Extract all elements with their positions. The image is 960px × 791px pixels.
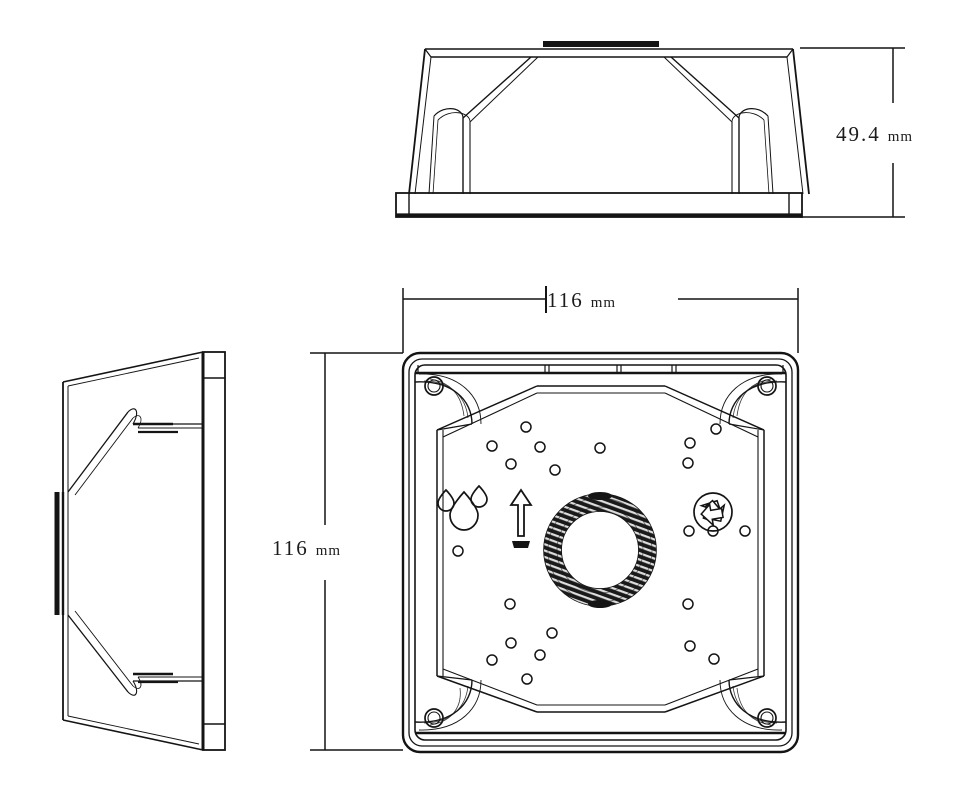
- overall-depth-dimension-label: 116 mm: [272, 536, 341, 561]
- overall-width-dimension: [402, 286, 799, 353]
- diagonal-rib-group: [436, 385, 765, 713]
- vent-hole-group: [452, 421, 751, 685]
- height-value: 49.4: [836, 122, 881, 146]
- front-top-cap: [543, 41, 659, 47]
- height-unit: mm: [887, 129, 914, 145]
- depth-unit: mm: [315, 543, 342, 559]
- top-plan-view: [401, 351, 800, 754]
- depth-value: 116: [272, 536, 309, 560]
- width-unit: mm: [590, 295, 617, 311]
- width-value: 116: [547, 288, 584, 312]
- overall-depth-dimension: [310, 352, 403, 751]
- overall-width-dimension-label: 116 mm: [547, 288, 616, 313]
- this-side-up-arrow-icon: [509, 488, 533, 548]
- side-elevation-view: [54, 351, 226, 751]
- front-elevation-view: [395, 41, 810, 218]
- recycle-arrows-icon: [693, 492, 733, 532]
- corner-boss-group: [424, 376, 777, 728]
- cable-entry-ring: [543, 492, 657, 608]
- overall-height-dimension: [800, 47, 905, 218]
- keep-dry-droplets-icon: [437, 484, 488, 531]
- overall-height-dimension-label: 49.4 mm: [836, 122, 913, 147]
